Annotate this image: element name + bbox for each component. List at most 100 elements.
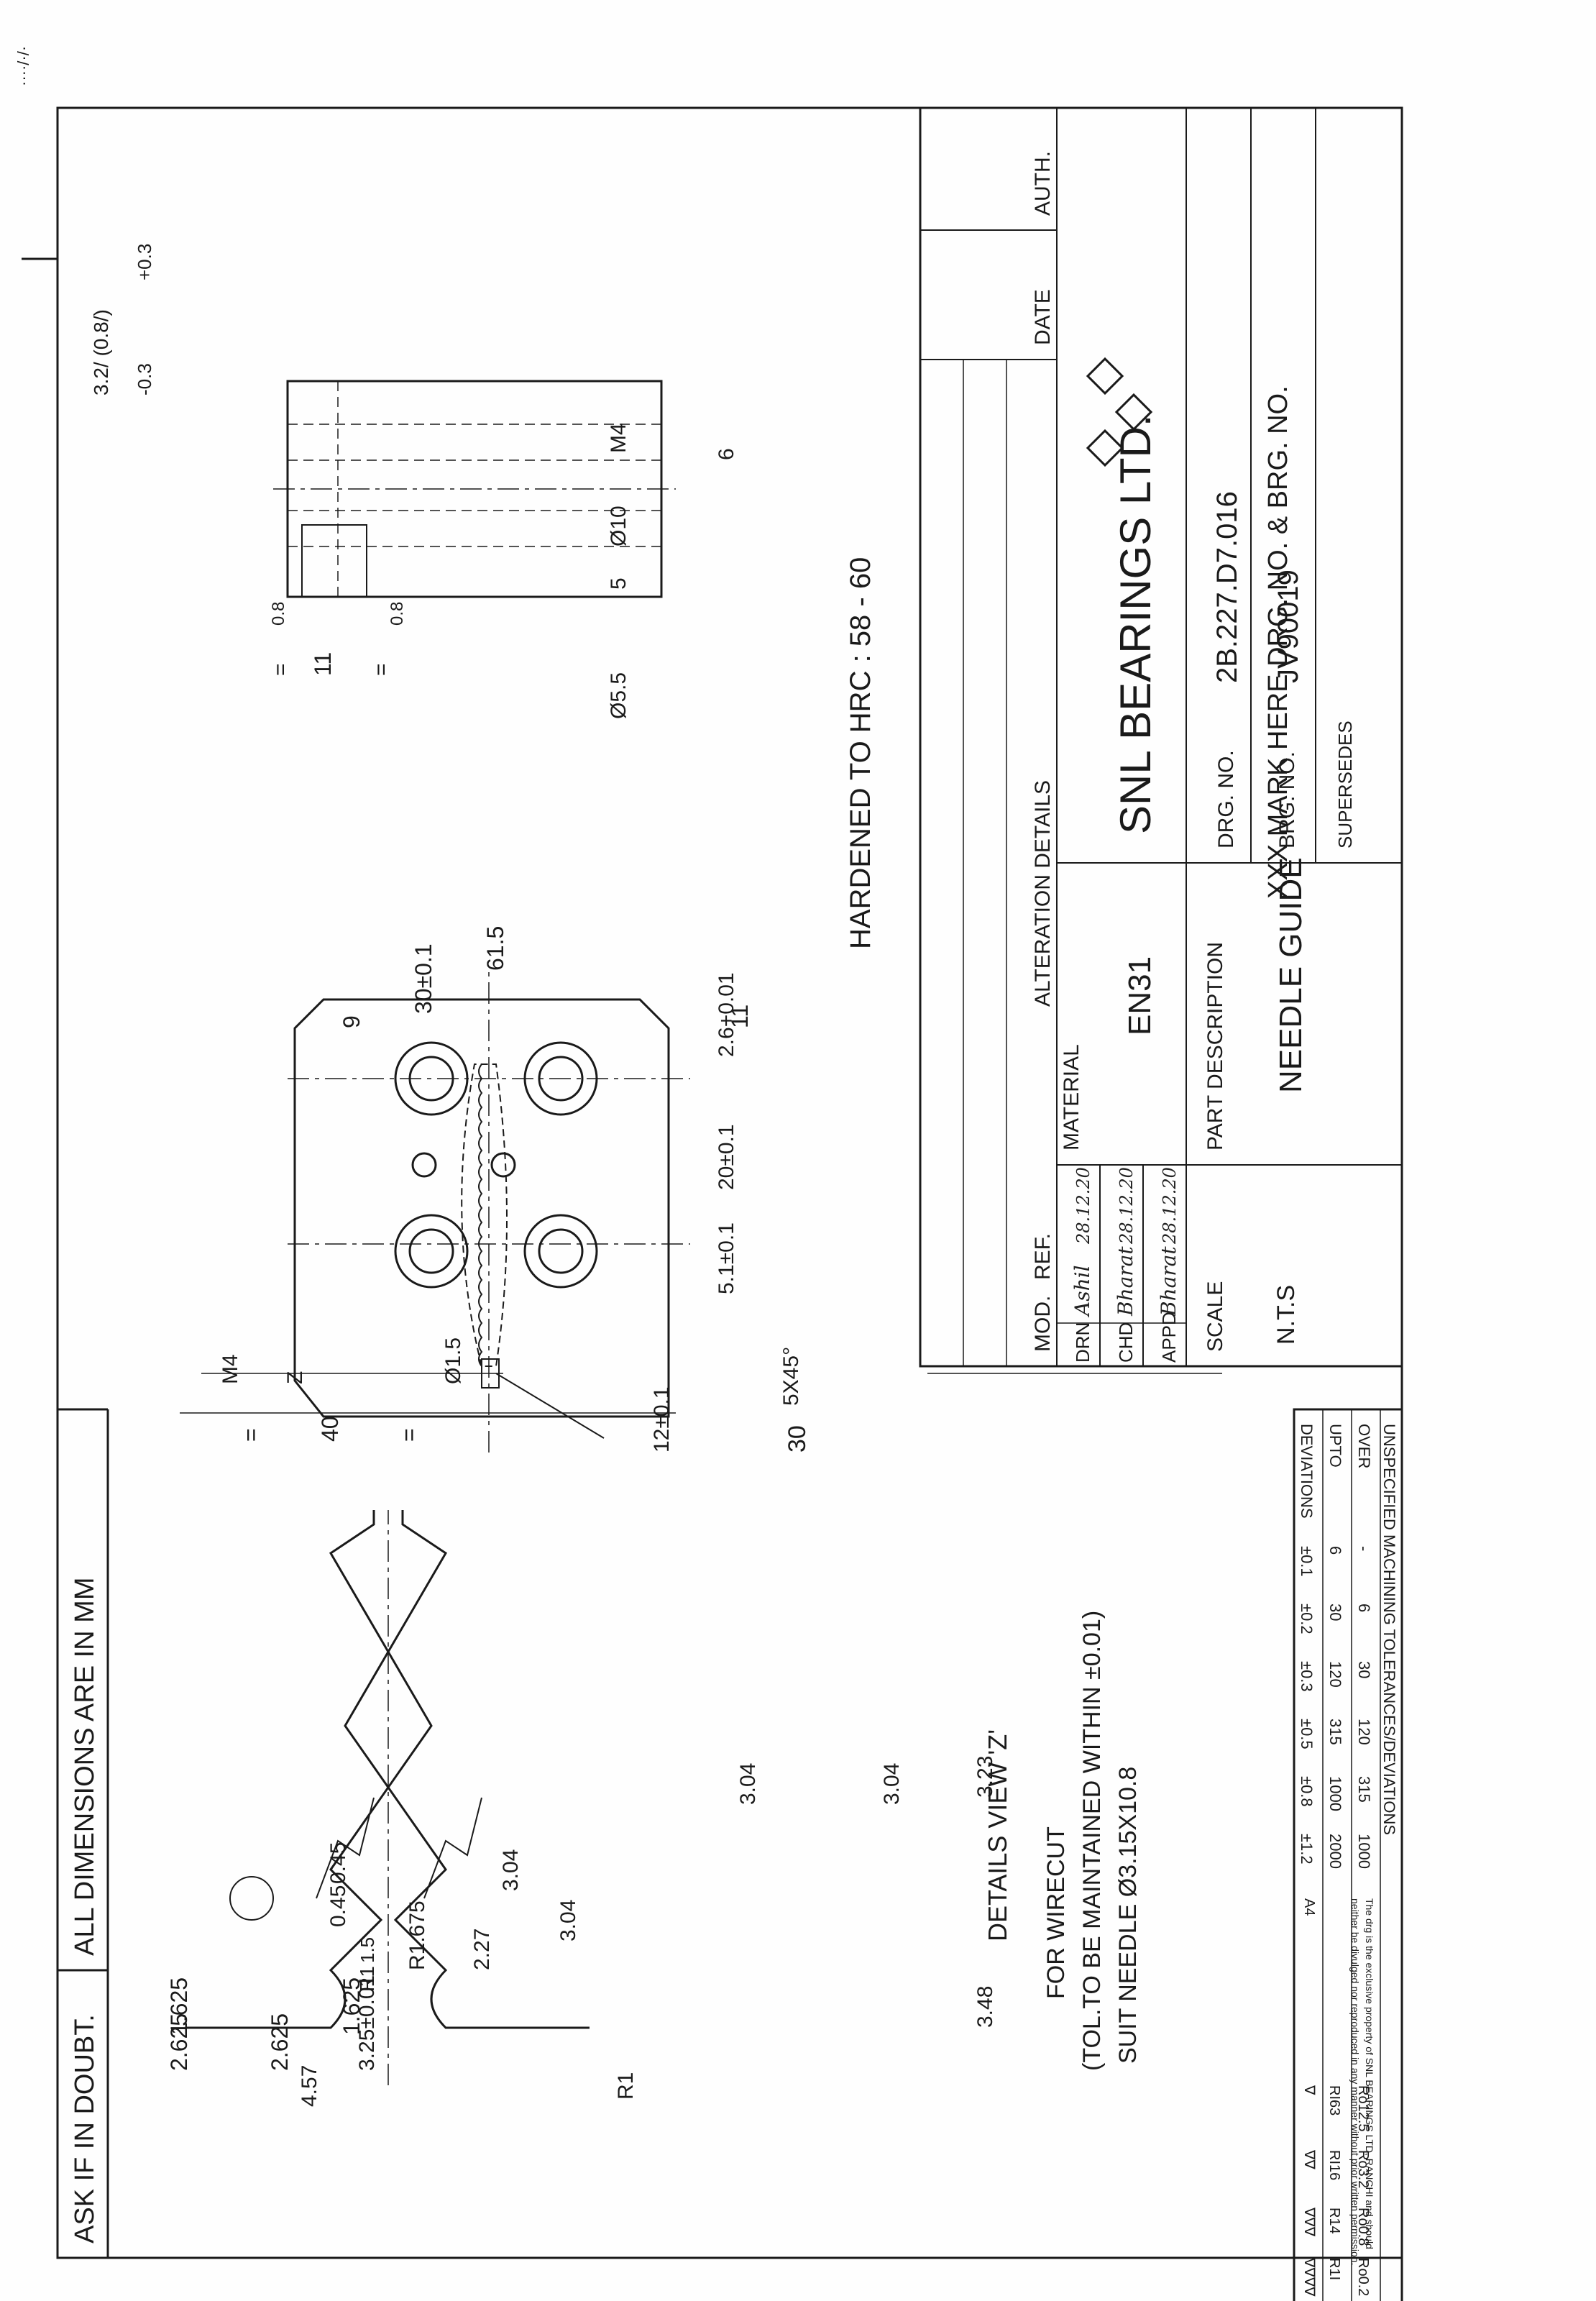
side-dim-m4: M4 [607, 423, 630, 453]
roughness-r2: Ro0.8 [1355, 2208, 1371, 2246]
hardened-note: HARDENED TO HRC : 58 - 60 [845, 557, 876, 949]
tol-cell: 315 [1326, 1719, 1344, 1745]
drn-signature: Ashil [1070, 1265, 1094, 1318]
detail-dim-r1: R1 [614, 2072, 638, 2100]
roughness-r1: R14 [1326, 2208, 1342, 2234]
tol-cell: ±1.2 [1298, 1834, 1316, 1865]
roughness-r1: RI63 [1326, 2085, 1342, 2115]
dim-eq: = [238, 1428, 264, 1442]
col-mod: MOD. [1031, 1296, 1055, 1352]
side-roughness-0-8: 0.8 [269, 602, 288, 626]
guide-plate-outline [293, 998, 670, 1418]
slot-serration [478, 1063, 483, 1367]
dim-9: 9 [339, 1015, 364, 1028]
roughness-r1: RI16 [1326, 2150, 1342, 2180]
copyright-line-2: neither be divulged nor reproduced in an… [1349, 1898, 1361, 2266]
side-dim-6: 6 [715, 448, 738, 460]
pin-hole [490, 1152, 516, 1178]
side-dim-5: 5 [607, 577, 630, 590]
detail-dim-3-25: 3.25±0.01 [355, 1975, 379, 2071]
side-dim-eq: = [370, 663, 393, 676]
chd-signature: Bharat [1114, 1246, 1137, 1317]
tol-cell: 30 [1355, 1661, 1373, 1678]
tolerance-table: UNSPECIFIED MACHINING TOLERANCES/DEVIATI… [1293, 1408, 1403, 2301]
roughness-r2: Ro0.2 [1355, 2258, 1371, 2296]
dim-40: 40 [317, 1416, 343, 1442]
part-desc: NEEDLE GUIDE [1273, 857, 1308, 1093]
detail-dim-0-45: 0.45 [326, 1842, 350, 1884]
scale-label: SCALE [1203, 1281, 1227, 1352]
brg-no-label: BRG. NO. [1275, 751, 1299, 848]
details-view-caption: DETAILS VIEW 'Z' [983, 1729, 1012, 1941]
detail-dim-2-625: 2.625 [267, 2013, 293, 2071]
dim-61-5: 61.5 [482, 926, 508, 971]
col-auth: AUTH. [1031, 151, 1055, 216]
tol-cell: ±0.8 [1298, 1776, 1316, 1807]
appd-signature: Bharat [1157, 1246, 1180, 1317]
detail-dim-2-625: 2.625 [166, 2013, 192, 2071]
break-line [316, 1797, 375, 1899]
copyright-line-1: The drg is the exclusive property of SNL… [1364, 1898, 1375, 2249]
tol-cell: 315 [1355, 1776, 1373, 1803]
drg-no-label: DRG. NO. [1214, 750, 1238, 848]
appd-date: 28.12.20 [1160, 1167, 1180, 1245]
side-dim-11: 11 [310, 652, 336, 676]
dim-5-1: 5.1±0.1 [715, 1222, 738, 1294]
surface-finish-symbol: 3.2/ (0.8/) [90, 309, 112, 395]
needle-profile-top [187, 1510, 433, 2029]
dim-30: 30 [784, 1425, 811, 1453]
tol-cell: 6 [1355, 1604, 1373, 1612]
detail-dim-4-57: 4.57 [298, 2065, 321, 2107]
tol-cell: 2000 [1326, 1834, 1344, 1869]
side-view: 11 = = 0.8 0.8 5 Ø10 M4 6 Ø5.5 [269, 380, 738, 719]
dim-30-side: 30±0.1 [411, 943, 436, 1014]
col-alteration: ALTERATION DETAILS [1031, 780, 1055, 1007]
tol-cell: 1000 [1355, 1834, 1373, 1869]
part-desc-label: PART DESCRIPTION [1203, 942, 1227, 1150]
roughness-r1: R1I [1326, 2258, 1342, 2280]
appd-label: APPD [1158, 1312, 1180, 1363]
detail-dim-2-27: 2.27 [470, 1929, 494, 1970]
tol-cell: 120 [1355, 1719, 1373, 1745]
side-dim-eq: = [269, 663, 293, 676]
side-roughness-0-8: 0.8 [387, 602, 407, 626]
drn-date: 28.12.20 [1073, 1167, 1093, 1245]
detail-dim-3-04: 3.04 [499, 1849, 523, 1891]
dim-chamfer: 5X45° [779, 1347, 803, 1406]
needle-profile-bottom [344, 1510, 590, 2029]
detail-dim-1-625: 1.625 [339, 1977, 364, 2035]
dim-20: 20±0.1 [715, 1124, 738, 1190]
chd-label: CHD [1115, 1322, 1137, 1363]
detail-dim-1-625: 1.625 [166, 1977, 192, 2035]
brg-no: JV90019 [1272, 569, 1304, 683]
surface-tol-neg: -0.3 [134, 363, 155, 395]
detail-dim-3-48: 3.48 [973, 1986, 997, 2028]
needle-slot [461, 1063, 508, 1367]
detail-dim-3-04: 3.04 [880, 1763, 904, 1805]
roughness-sym: ∇∇ [1301, 2149, 1317, 2169]
pin-hole [411, 1152, 437, 1178]
tol-cell: 6 [1326, 1546, 1344, 1555]
detail-dim-3-04: 3.04 [736, 1763, 760, 1805]
tol-cell: ±0.5 [1298, 1719, 1316, 1749]
scale-value: N.T.S [1272, 1285, 1300, 1345]
tol-row-label: DEVIATIONS [1298, 1424, 1316, 1519]
roughness-sym: ∇ [1301, 2085, 1317, 2095]
dim-11: 11 [727, 1005, 753, 1028]
dim-eq: = [396, 1428, 422, 1442]
material-value: EN31 [1122, 956, 1157, 1035]
dim-m4: M4 [219, 1354, 242, 1384]
title-block: MOD. REF. ALTERATION DETAILS DATE AUTH. … [919, 106, 1403, 1368]
tol-cell: ±0.3 [1298, 1661, 1316, 1692]
tol-row-label: OVER [1355, 1424, 1373, 1468]
detail-dim-3-23: 3.23 [973, 1756, 997, 1798]
tol-cell: ±0.2 [1298, 1604, 1316, 1634]
drn-label: DRN [1072, 1322, 1093, 1363]
front-view: 40 = = Ø1.5 M4 Z 30 5X45° 12±0.1 5.1±0.1… [180, 926, 1222, 1453]
roughness-r2: Ro3.2 [1355, 2150, 1371, 2188]
detail-view-z: 2.625 2.625 3.25±0.01 1.625 1.625 R1 1.5… [166, 1510, 997, 2107]
wirecut-note-1: FOR WIRECUT [1042, 1826, 1070, 1999]
